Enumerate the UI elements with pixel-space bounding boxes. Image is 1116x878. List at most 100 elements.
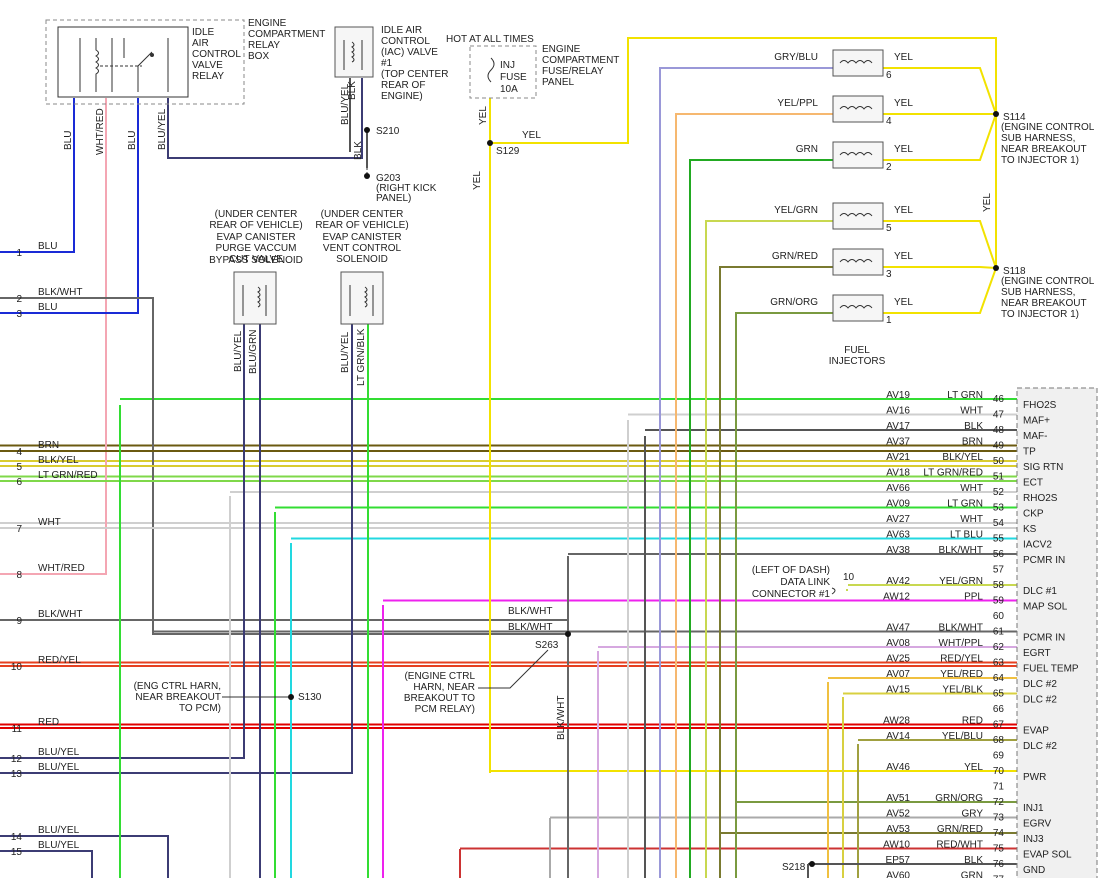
fuel-injector-box <box>832 95 884 123</box>
pcm-circuit-code: EP57 <box>886 855 911 866</box>
pcm-pin-number: 49 <box>993 441 1005 452</box>
pcm-circuit-code: AW12 <box>883 592 910 603</box>
pcm-pin-number: 52 <box>993 487 1005 498</box>
pcm-circuit-code: AV46 <box>886 762 910 773</box>
pcm-pin-function: EGRT <box>1023 648 1051 659</box>
pcm-pin-function: PCMR IN <box>1023 633 1065 644</box>
svg-text:AIR: AIR <box>192 38 209 49</box>
wire-blu-3 <box>0 98 139 314</box>
injector-coil-icon <box>839 152 873 156</box>
hot-at-all-times-label: HOT AT ALL TIMES <box>446 34 534 45</box>
svg-text:NEAR BREAKOUT: NEAR BREAKOUT <box>1001 144 1087 155</box>
svg-text:RELAY: RELAY <box>248 40 280 51</box>
s118-label: S118 (ENGINE CONTROL SUB HARNESS, NEAR B… <box>1001 266 1095 320</box>
s263-note: (ENGINE CTRL HARN, NEAR BREAKOUT TO PCM … <box>404 671 476 715</box>
svg-text:BOX: BOX <box>248 51 269 62</box>
left-row-wire-label: BLU/YEL <box>38 825 80 836</box>
pcm-pin-number: 53 <box>993 503 1005 514</box>
fuel-injectors-label: FUEL INJECTORS <box>829 345 886 367</box>
injector-wire-label: GRN <box>796 144 818 155</box>
pcm-wire-color: GRN/RED <box>937 824 983 835</box>
pcm-wire-color: BLK/WHT <box>939 545 983 556</box>
svg-text:NEAR BREAKOUT: NEAR BREAKOUT <box>1001 298 1087 309</box>
svg-text:RELAY: RELAY <box>192 71 224 82</box>
left-row-number: 12 <box>11 754 23 765</box>
pcm-circuit-code: AV21 <box>886 452 910 463</box>
left-row-number: 15 <box>11 847 23 858</box>
evap-vent-solenoid <box>340 271 384 325</box>
fuel-injector-1 <box>832 294 884 322</box>
inj-fuse-box <box>469 45 537 99</box>
labels-layer: ENGINE COMPARTMENT RELAY BOX IDLE AIR CO… <box>134 18 1095 873</box>
relay-contact-icon <box>150 53 154 57</box>
pcm-pin-function: RHO2S <box>1023 493 1058 504</box>
pcm-circuit-code: AV27 <box>886 514 910 525</box>
wire-color-label: YEL <box>478 106 489 125</box>
relay-label: IDLE AIR CONTROL VALVE RELAY <box>192 27 241 82</box>
left-row-wire-label: BLU/YEL <box>38 747 80 758</box>
wire-color-label: BLU/YEL <box>340 83 351 125</box>
svg-text:(IAC) VALVE: (IAC) VALVE <box>381 47 438 58</box>
pcm-circuit-code: AV09 <box>886 499 910 510</box>
left-row-wire-label: BLK/WHT <box>38 287 82 298</box>
left-row-number: 3 <box>16 309 22 320</box>
relay-coil-icon <box>79 38 169 92</box>
left-row-wire-label: BRN <box>38 440 59 451</box>
s114-label: S114 (ENGINE CONTROL SUB HARNESS, NEAR B… <box>1001 112 1095 166</box>
injector-coil-icon <box>839 106 873 110</box>
pcm-wire-color: WHT <box>960 483 983 494</box>
s210-label: S210 <box>376 126 400 137</box>
pcm-circuit-code: AV37 <box>886 437 910 448</box>
pcm-pin-function: DLC #2 <box>1023 695 1057 706</box>
svg-text:EVAP CANISTER: EVAP CANISTER <box>322 232 401 243</box>
pcm-pin-number: 59 <box>993 596 1005 607</box>
pcm-pin-function: INJ3 <box>1023 834 1044 845</box>
pcm-pin-number: 72 <box>993 797 1005 808</box>
fuel-injector-box <box>832 202 884 230</box>
pcm-pin-function: IACV2 <box>1023 540 1052 551</box>
pcm-circuit-code: AV18 <box>886 468 910 479</box>
svg-text:SUB HARNESS,: SUB HARNESS, <box>1001 287 1075 298</box>
svg-text:IDLE: IDLE <box>192 27 215 38</box>
pcm-pin-number: 47 <box>993 410 1005 421</box>
wire-color-label: YEL <box>982 193 993 212</box>
pcm-wire-color: BLK <box>964 855 983 866</box>
left-row-number: 14 <box>11 832 23 843</box>
wire-injector-5 <box>705 220 833 878</box>
wire-color-label: BLU/YEL <box>340 331 351 373</box>
pcm-circuit-code: AV66 <box>886 483 910 494</box>
svg-text:(RIGHT KICK: (RIGHT KICK <box>376 183 437 194</box>
pcm-pin-number: 75 <box>993 844 1005 855</box>
fuel-injector-box <box>832 248 884 276</box>
pcm-wire-color: YEL/BLK <box>942 685 983 696</box>
svg-text:PURGE VACCUM: PURGE VACCUM <box>216 243 297 254</box>
fuel-injector-5 <box>832 202 884 230</box>
injector-coil-icon <box>839 305 873 309</box>
fuse-icon <box>487 57 495 83</box>
pcm-circuit-code: AV42 <box>886 576 910 587</box>
fuel-injector-2 <box>832 141 884 169</box>
pcm-pin-number: 65 <box>993 689 1005 700</box>
wire-blu-yel-15 <box>0 850 93 878</box>
svg-text:S114: S114 <box>1003 112 1026 123</box>
wire-color-label: YEL <box>522 130 541 141</box>
svg-text:FUSE/RELAY: FUSE/RELAY <box>542 66 604 77</box>
pcm-pin-number: 68 <box>993 735 1005 746</box>
wire-injector-out-3 <box>883 266 997 269</box>
left-row-wire-label: WHT <box>38 517 61 528</box>
wire-injector-out-6 <box>883 67 997 115</box>
s130-dot <box>288 694 294 700</box>
left-row-number: 8 <box>16 570 22 581</box>
pcm-pin-number: 55 <box>993 534 1005 545</box>
wires-layer <box>0 37 1017 878</box>
s130-label: S130 <box>298 692 322 703</box>
s114-dot <box>993 111 999 117</box>
pcm-wire-color: WHT <box>960 514 983 525</box>
wire-blu-yel-iac <box>167 78 363 159</box>
svg-text:10A: 10A <box>500 84 518 95</box>
wire-injector-4 <box>675 113 833 878</box>
pcm-wire-color: BLK <box>964 421 983 432</box>
fuel-injector-box <box>832 141 884 169</box>
svg-text:ENGINE: ENGINE <box>248 18 287 29</box>
svg-text:INJECTORS: INJECTORS <box>829 356 886 367</box>
